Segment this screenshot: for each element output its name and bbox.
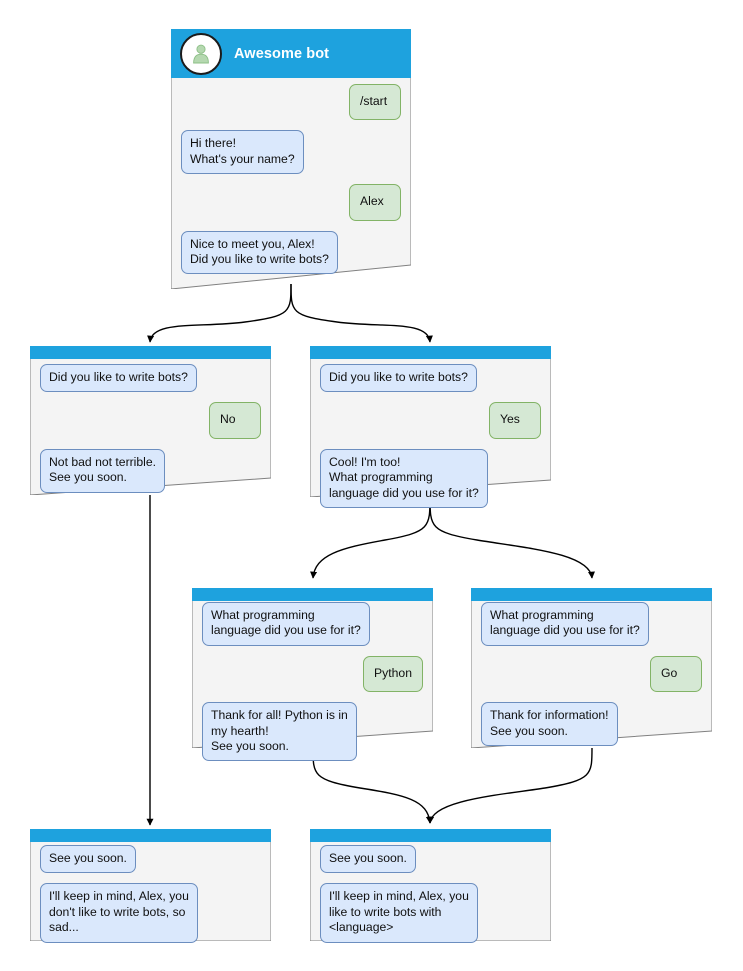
bot-message-bubble: Cool! I'm too! What programming language… — [320, 448, 488, 509]
message-row: Nice to meet you, Alex! Did you like to … — [181, 230, 401, 275]
chat-card-end-sad[interactable]: See you soon. I'll keep in mind, Alex, y… — [30, 829, 271, 943]
card-header-bar — [471, 588, 712, 601]
message-row: Did you like to write bots? — [40, 364, 261, 393]
message-row: Not bad not terrible. See you soon. — [40, 448, 261, 493]
card-header-bar — [310, 829, 551, 842]
card-header-bar: Awesome bot — [171, 29, 411, 78]
card-header-bar — [192, 588, 433, 601]
message-row: I'll keep in mind, Alex, you like to wri… — [320, 883, 541, 943]
user-message-bubble: No — [209, 402, 261, 439]
bot-message-bubble: See you soon. — [320, 845, 416, 874]
chat-card-no[interactable]: Did you like to write bots? No Not bad n… — [30, 346, 271, 495]
chat-card-go[interactable]: What programming language did you use fo… — [471, 588, 712, 748]
bot-message-bubble: Did you like to write bots? — [320, 364, 477, 393]
card-header-bar — [310, 346, 551, 359]
message-row: Cool! I'm too! What programming language… — [320, 448, 541, 509]
user-message-bubble: /start — [349, 84, 401, 121]
user-message-bubble: Alex — [349, 184, 401, 221]
message-row: Alex — [181, 184, 401, 221]
card-header-bar — [30, 346, 271, 359]
message-row: Go — [481, 655, 702, 693]
bot-message-bubble: What programming language did you use fo… — [202, 602, 370, 646]
message-row: I'll keep in mind, Alex, you don't like … — [40, 883, 261, 943]
bot-message-bubble: Thank for all! Python is in my hearth! S… — [202, 702, 357, 762]
person-avatar-icon — [180, 32, 222, 75]
message-row: Yes — [320, 402, 541, 439]
bot-message-bubble: See you soon. — [40, 845, 136, 874]
chat-card-python[interactable]: What programming language did you use fo… — [192, 588, 433, 762]
chat-card-end-happy[interactable]: See you soon. I'll keep in mind, Alex, y… — [310, 829, 551, 943]
bot-message-bubble: What programming language did you use fo… — [481, 602, 649, 646]
bot-message-bubble: Did you like to write bots? — [40, 364, 197, 393]
message-row: What programming language did you use fo… — [202, 602, 423, 646]
bot-message-bubble: Not bad not terrible. See you soon. — [40, 448, 166, 493]
edge-root-to-yes — [290, 283, 433, 343]
message-row: Thank for information! See you soon. — [481, 702, 702, 747]
bot-name-title: Awesome bot — [234, 45, 330, 62]
edge-root-to-no — [147, 283, 292, 343]
message-row: Thank for all! Python is in my hearth! S… — [202, 702, 423, 762]
bot-message-bubble: I'll keep in mind, Alex, you don't like … — [40, 883, 198, 943]
message-row: /start — [181, 84, 401, 121]
message-row: Hi there! What's your name? — [181, 130, 401, 175]
message-row: Python — [202, 655, 423, 693]
bot-message-bubble: Hi there! What's your name? — [181, 130, 304, 175]
bot-message-bubble: Nice to meet you, Alex! Did you like to … — [181, 230, 338, 275]
card-header-bar — [30, 829, 271, 842]
user-message-bubble: Python — [363, 655, 423, 693]
chat-card-start[interactable]: Awesome bot /start Hi there! What's your… — [171, 29, 411, 289]
user-message-bubble: Go — [650, 655, 702, 693]
user-message-bubble: Yes — [489, 402, 541, 439]
message-row: Did you like to write bots? — [320, 364, 541, 393]
message-row: See you soon. — [40, 845, 261, 874]
edge-go-to-end-happy — [427, 747, 593, 824]
message-row: No — [40, 402, 261, 439]
message-row: What programming language did you use fo… — [481, 602, 702, 646]
bot-message-bubble: Thank for information! See you soon. — [481, 702, 618, 747]
chat-card-yes[interactable]: Did you like to write bots? Yes Cool! I'… — [310, 346, 551, 509]
bot-message-bubble: I'll keep in mind, Alex, you like to wri… — [320, 883, 478, 943]
message-row: See you soon. — [320, 845, 541, 874]
